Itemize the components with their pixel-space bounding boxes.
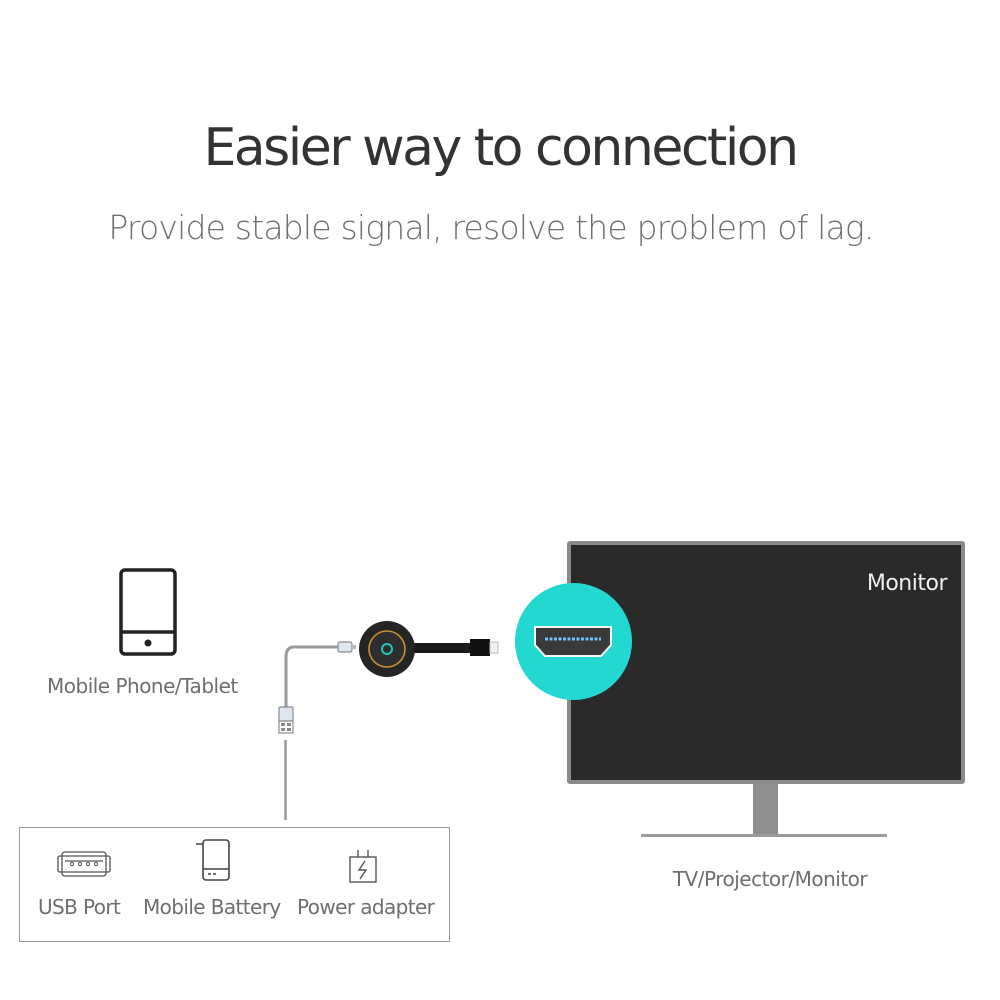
page-title: Easier way to connection: [203, 118, 799, 178]
power-source-label: USB Port: [38, 895, 121, 919]
power-source-label: Mobile Battery: [143, 895, 281, 919]
page-subtitle: Provide stable signal, resolve the probl…: [108, 208, 874, 247]
tablet-icon: [119, 568, 177, 656]
usb-a-plug-icon: [278, 706, 294, 734]
monitor-screen: Monitor: [567, 541, 965, 784]
hdmi-port-icon: [534, 626, 612, 657]
monitor-stand-neck: [753, 784, 778, 836]
display-caption: TV/Projector/Monitor: [672, 867, 868, 891]
usb-port-icon: [57, 851, 111, 877]
monitor-screen-label: Monitor: [866, 571, 948, 596]
power-source-power-adapter: Power adapter: [290, 828, 451, 941]
power-source-label: Power adapter: [297, 895, 435, 919]
power-source-panel: USB Port Mobile Battery Power adapter: [19, 827, 450, 942]
power-bank-icon: [196, 839, 230, 881]
source-device-label: Mobile Phone/Tablet: [47, 674, 238, 698]
power-source-usb-port: USB Port: [20, 828, 140, 941]
micro-usb-plug-icon: [337, 641, 356, 653]
hdmi-badge: [515, 583, 632, 700]
power-adapter-icon: [349, 850, 377, 883]
monitor-stand-base: [641, 834, 887, 837]
dongle-cable-illustration: [278, 621, 499, 820]
power-source-mobile-battery: Mobile Battery: [140, 828, 290, 941]
